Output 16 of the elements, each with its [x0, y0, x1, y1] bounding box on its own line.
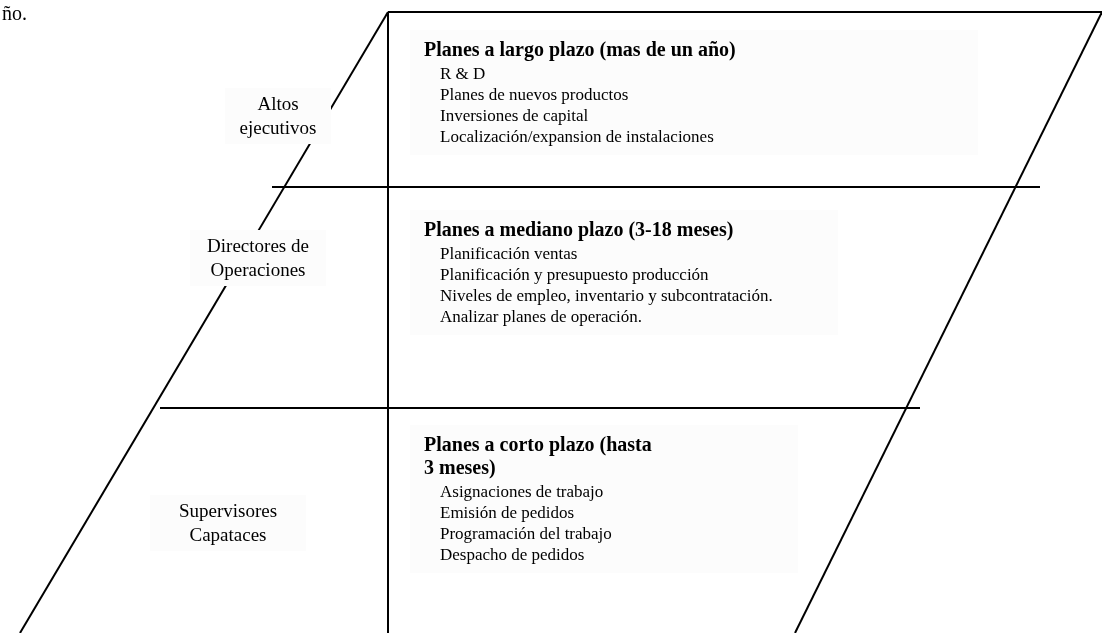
plan-heading: Planes a mediano plazo (3-18 meses): [424, 218, 735, 241]
plan-item: Planificación y presupuesto producción: [439, 264, 710, 285]
plan-item: Despacho de pedidos: [439, 544, 586, 565]
plan-heading: Planes a corto plazo (hasta 3 meses): [424, 433, 653, 479]
plan-item: Niveles de empleo, inventario y subcontratación.: [439, 285, 774, 306]
plan-item: Emisión de pedidos: [439, 502, 576, 523]
plan-item: R & D: [439, 63, 487, 84]
plan-heading: Planes a largo plazo (mas de un año): [424, 38, 737, 61]
plan-item: Planes de nuevos productos: [439, 84, 630, 105]
plan-item: Analizar planes de operación.: [439, 306, 644, 327]
plan-item: Programación del trabajo: [439, 523, 613, 544]
text-fragment: ño.: [2, 2, 27, 25]
plan-item: Localización/expansion de instalaciones: [439, 126, 715, 147]
plan-item: Planificación ventas: [439, 243, 579, 264]
plan-item: Asignaciones de trabajo: [439, 481, 605, 502]
plan-item: Inversiones de capital: [439, 105, 590, 126]
